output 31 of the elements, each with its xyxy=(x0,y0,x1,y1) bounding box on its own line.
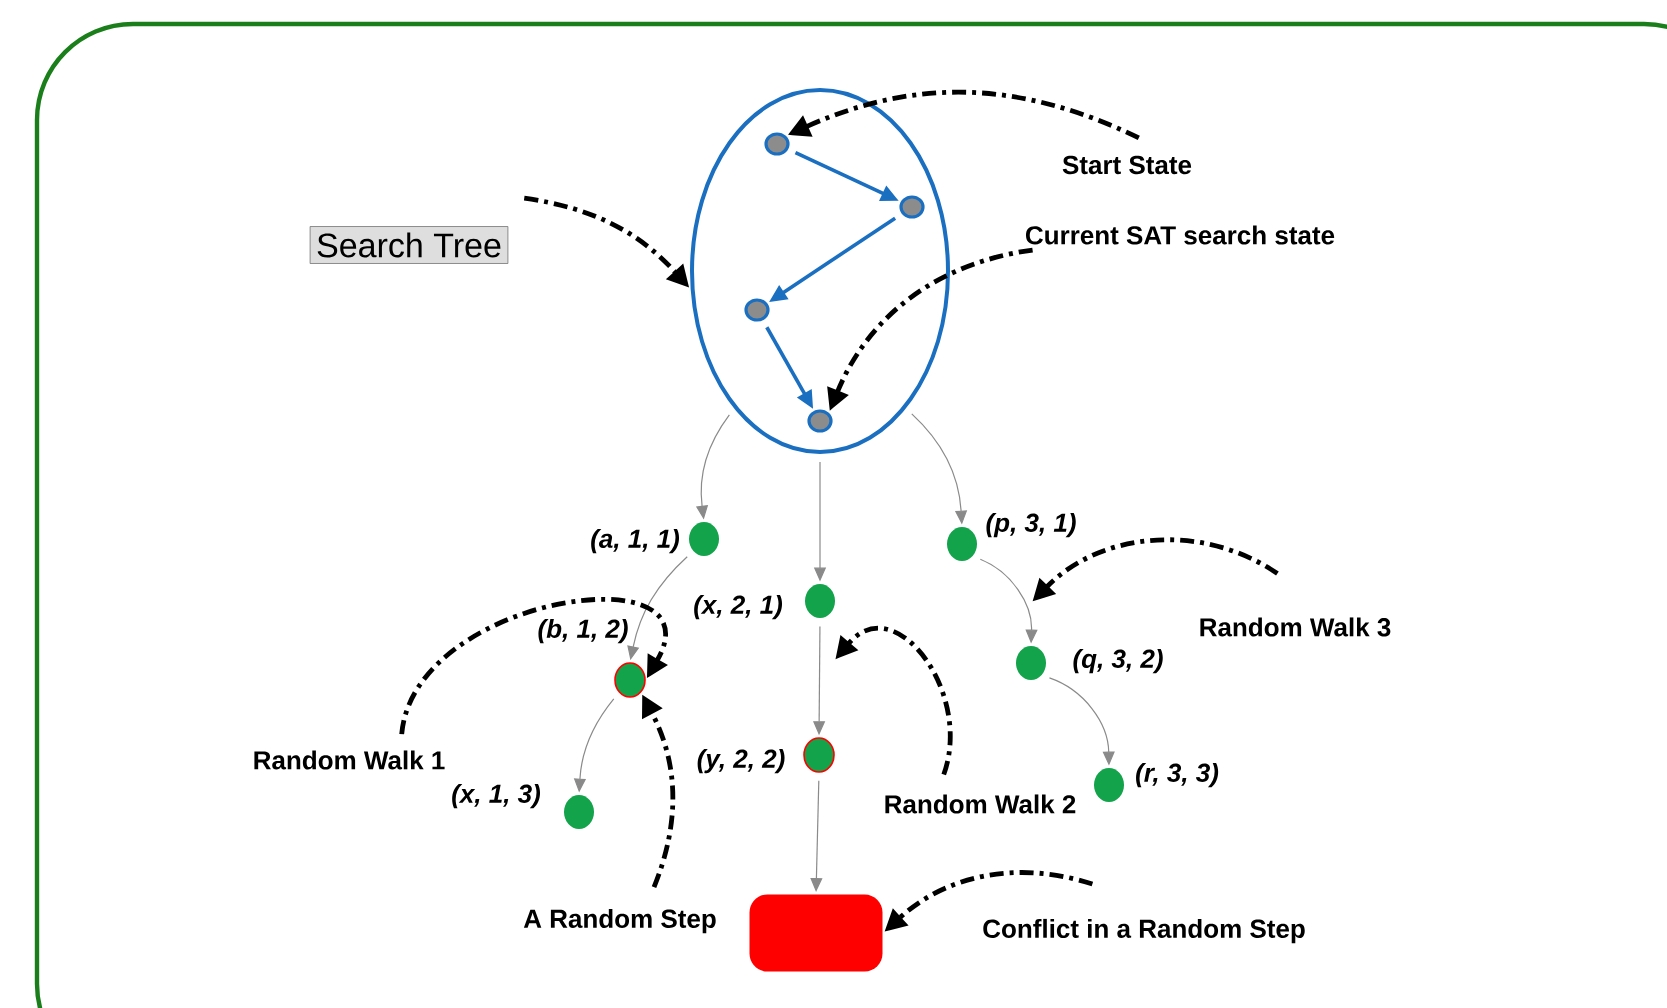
leader-arrow xyxy=(399,597,668,735)
callout-text: Current SAT search state xyxy=(1026,225,1335,245)
tree-dot xyxy=(1094,768,1124,802)
state-dot xyxy=(744,298,770,322)
tree-dot xyxy=(805,584,835,618)
callout-text: Start State xyxy=(1062,155,1192,175)
label-box: Search Tree xyxy=(309,226,509,264)
callout-text: Random Walk 1 xyxy=(254,750,445,770)
callout-text: A Random Step xyxy=(523,908,716,934)
tree-dot xyxy=(947,527,977,561)
state-dot xyxy=(807,409,833,433)
tree-dot xyxy=(564,795,594,829)
conflict-box xyxy=(749,894,883,972)
callout-text: Random Walk 2 xyxy=(885,794,1076,814)
node-label: (x, 2, 1) xyxy=(694,594,783,620)
node-label: (y, 2, 2) xyxy=(697,748,785,774)
tree-dot xyxy=(689,522,719,556)
node-label: (x, 1, 3) xyxy=(452,783,540,809)
ellipse xyxy=(690,88,950,454)
node-label: (q, 3, 2) xyxy=(1073,648,1163,674)
callout-text: Random Walk 3 xyxy=(1200,617,1391,637)
callout-text: Conflict in a Random Step xyxy=(983,918,1305,944)
tree-dot xyxy=(614,662,646,698)
node-label: (p, 3, 1) xyxy=(986,512,1076,538)
tree-dot xyxy=(803,737,835,773)
state-dot xyxy=(899,195,925,219)
node-label: (r, 3, 3) xyxy=(1136,762,1219,788)
state-dot xyxy=(764,132,790,156)
node-label: (b, 1, 2) xyxy=(538,618,628,644)
node-label: (a, 1, 1) xyxy=(591,528,680,554)
tree-dot xyxy=(1016,646,1046,680)
